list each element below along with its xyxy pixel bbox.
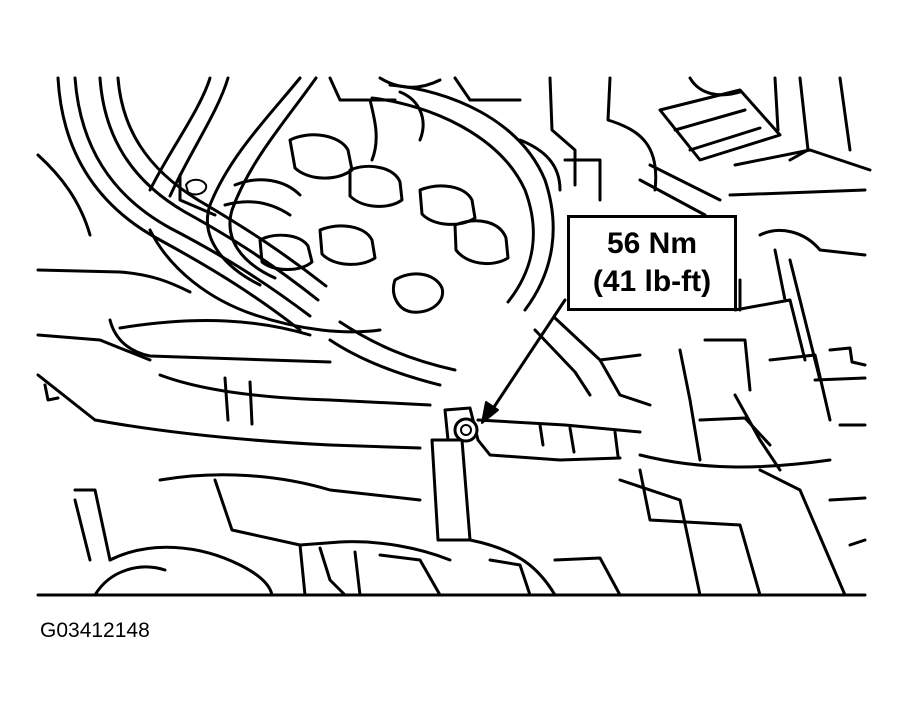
distributor-cap [148, 83, 555, 334]
lower-engine-outline [36, 468, 867, 597]
torque-spec-callout: 56 Nm (41 lb-ft) [567, 215, 737, 311]
mid-engine-panels [36, 153, 867, 472]
torque-metric-label: 56 Nm [606, 227, 698, 260]
upper-engine-outline [328, 76, 872, 217]
torque-imperial-label: (41 lb-ft) [592, 265, 712, 298]
callout-leader-arrow [481, 298, 567, 424]
figure-id-label: G03412148 [40, 619, 150, 642]
ignition-wire-bundle [56, 76, 328, 332]
torque-bolt [453, 417, 479, 443]
